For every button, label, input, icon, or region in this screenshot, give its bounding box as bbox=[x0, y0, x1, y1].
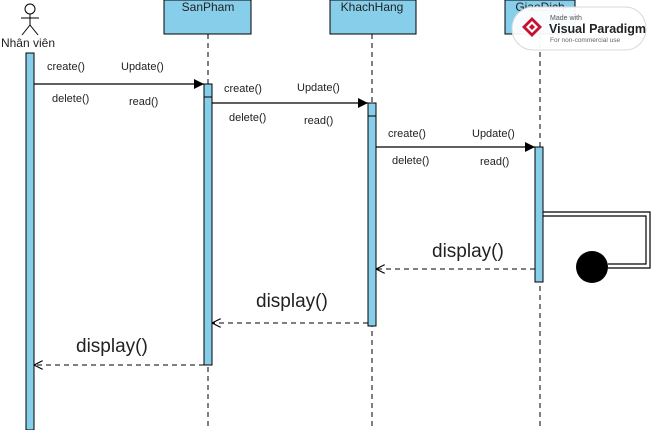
return-display-label: display() bbox=[76, 336, 148, 357]
msg-delete-label: delete() bbox=[52, 93, 89, 105]
lifeline-head-khachhang[interactable] bbox=[329, 0, 417, 35]
msg-delete-label: delete() bbox=[229, 112, 266, 124]
message-actor-to-sanpham[interactable]: create() Update() delete() read() bbox=[34, 61, 204, 108]
lifeline-label-khachhang: KhachHang bbox=[341, 0, 404, 14]
terminal-endpoint-icon bbox=[576, 251, 608, 283]
msg-read-label: read() bbox=[129, 96, 158, 108]
actor-activation-bar[interactable] bbox=[25, 52, 35, 430]
return-giaodich-to-khachhang[interactable]: display() bbox=[376, 241, 535, 269]
lifeline-khachhang[interactable]: KhachHang bbox=[329, 0, 417, 430]
message-sanpham-to-khachhang[interactable]: create() Update() delete() read() bbox=[212, 82, 368, 127]
msg-update-label: Update() bbox=[121, 61, 164, 73]
return-khachhang-to-sanpham[interactable]: display() bbox=[212, 291, 368, 323]
activation-cap-khachhang bbox=[367, 102, 377, 117]
activation-bar-khachhang[interactable] bbox=[367, 102, 377, 327]
activation-bar-sanpham[interactable] bbox=[203, 83, 213, 366]
return-sanpham-to-actor[interactable]: display() bbox=[34, 336, 204, 365]
watermark-product: Visual Paradigm bbox=[549, 22, 646, 36]
watermark-made-with: Made with bbox=[550, 15, 582, 22]
msg-create-label: create() bbox=[388, 128, 426, 140]
visual-paradigm-watermark: Made with Visual Paradigm For non-commer… bbox=[511, 6, 647, 51]
msg-create-label: create() bbox=[224, 83, 262, 95]
return-display-label: display() bbox=[432, 241, 504, 262]
watermark-note: For non-commercial use bbox=[550, 37, 620, 44]
activation-bar-giaodich[interactable] bbox=[534, 146, 544, 283]
actor-icon bbox=[21, 3, 39, 36]
message-khachhang-to-giaodich[interactable]: create() Update() delete() read() bbox=[376, 128, 535, 168]
return-display-label: display() bbox=[256, 291, 328, 312]
msg-read-label: read() bbox=[480, 156, 509, 168]
actor-nhan-vien[interactable]: Nhân viên bbox=[1, 3, 55, 50]
msg-delete-label: delete() bbox=[392, 155, 429, 167]
msg-update-label: Update() bbox=[472, 128, 515, 140]
msg-read-label: read() bbox=[304, 115, 333, 127]
lifeline-label-sanpham: SanPham bbox=[182, 0, 235, 14]
watermark-badge bbox=[511, 6, 647, 51]
self-message-giaodich[interactable] bbox=[543, 211, 651, 283]
actor-label: Nhân viên bbox=[1, 36, 55, 50]
msg-update-label: Update() bbox=[297, 82, 340, 94]
msg-create-label: create() bbox=[47, 61, 85, 73]
visual-paradigm-logo-icon bbox=[522, 17, 542, 37]
activation-cap-sanpham bbox=[203, 83, 213, 98]
lifeline-sanpham[interactable]: SanPham bbox=[163, 0, 252, 430]
lifeline-head-sanpham[interactable] bbox=[163, 0, 252, 35]
